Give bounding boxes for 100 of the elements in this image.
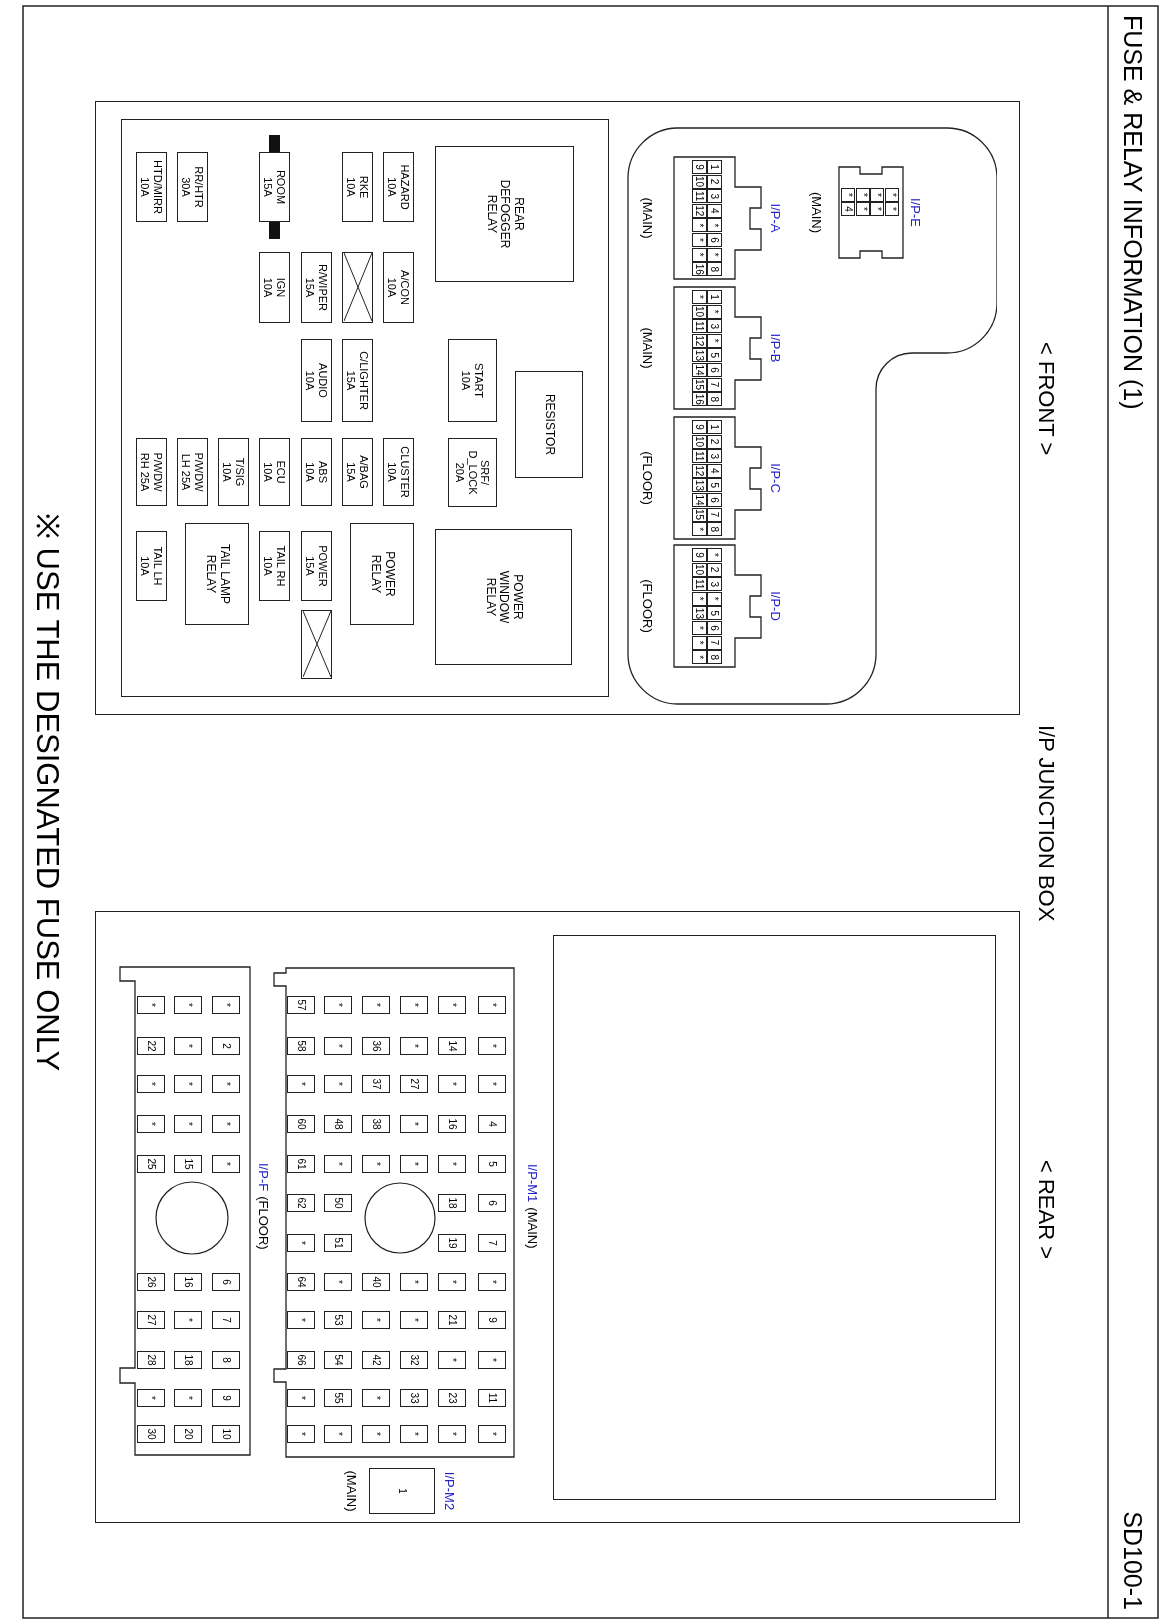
fuse <box>301 339 332 422</box>
fuse-rating: 15A <box>345 370 358 391</box>
connector-pin: * <box>400 1425 428 1443</box>
connector-pin: 8 <box>707 392 722 407</box>
connector-pin: 11 <box>692 319 707 334</box>
connector-name: I/P-M1 <box>525 1164 540 1203</box>
connector-pin: * <box>478 1351 506 1369</box>
fuse <box>383 438 414 506</box>
connector-pin: * <box>856 202 870 216</box>
connector-pin: * <box>212 1075 240 1093</box>
connector-pin: * <box>438 1155 466 1173</box>
fuse <box>136 531 167 601</box>
connector-pin: * <box>478 1075 506 1093</box>
connector-pin: * <box>362 1311 390 1329</box>
connector-pin: * <box>707 218 722 233</box>
connector-pin: * <box>324 1155 352 1173</box>
junction-box-panel <box>95 911 1020 1523</box>
connector-pin: 16 <box>174 1273 202 1291</box>
connector-pin: * <box>841 188 856 202</box>
fuse <box>259 152 290 222</box>
connector-pin: 27 <box>137 1311 165 1329</box>
fuse-name: P/WDW <box>151 452 164 492</box>
resistor <box>515 371 583 478</box>
fuse-rating: 10A <box>304 370 317 391</box>
connector-pin: * <box>478 1425 506 1443</box>
relay <box>435 146 574 282</box>
blank-panel-area <box>553 935 996 1500</box>
junction-box-panel <box>95 101 1020 715</box>
connector-pin: * <box>438 1351 466 1369</box>
connector-name: I/P-M2 <box>441 1470 458 1513</box>
connector-pin: 14 <box>692 363 707 377</box>
fuse-rating: 15A <box>262 177 275 197</box>
relay <box>435 529 572 665</box>
connector-pin: 2 <box>212 1037 240 1055</box>
connector-pin: 16 <box>692 262 707 277</box>
connector-pin: 33 <box>400 1389 428 1407</box>
connector-pin: * <box>324 1037 352 1055</box>
connector-pin: 8 <box>707 262 722 277</box>
connector-pin: 9 <box>212 1389 240 1407</box>
connector-pin: 5 <box>707 478 722 493</box>
connector-pin: 9 <box>478 1311 506 1329</box>
connector-location: (MAIN) <box>525 1207 540 1249</box>
fuse <box>342 438 373 506</box>
connector-pin: 54 <box>324 1351 352 1369</box>
connector-pin: 55 <box>324 1389 352 1407</box>
connector-pin: 50 <box>324 1194 352 1212</box>
connector-pin: * <box>287 1234 315 1252</box>
connector-pin: 30 <box>137 1425 165 1443</box>
fuse-name: ABS <box>316 461 329 483</box>
connector-pin: 38 <box>362 1115 390 1133</box>
connector-pin: * <box>438 1425 466 1443</box>
connector-pin: * <box>287 1425 315 1443</box>
connector-pin: 3 <box>707 449 722 464</box>
fuse <box>177 152 208 222</box>
fuse <box>342 339 373 422</box>
fuse-name: TAIL LH <box>151 546 164 586</box>
fuse-rating: 10A <box>345 177 358 197</box>
connector-pin: * <box>692 290 707 304</box>
fuse <box>448 438 497 507</box>
connector-pin: 18 <box>438 1194 466 1212</box>
fuse-name: HAZARD <box>398 164 411 210</box>
fuse <box>259 438 290 506</box>
connector-pin: * <box>174 1037 202 1055</box>
connector-pin: 5 <box>707 606 722 621</box>
connector-location: (FLOOR) <box>639 578 656 635</box>
fuse <box>301 252 332 323</box>
connector-pin: 16 <box>438 1115 466 1133</box>
connector-pin: 11 <box>692 189 707 204</box>
connector-pin: * <box>324 1425 352 1443</box>
connector-name: I/P-D <box>767 590 784 623</box>
connector-pin: 61 <box>287 1155 315 1173</box>
fuse-name: AUDIO <box>316 363 329 398</box>
connector-pin: * <box>692 522 707 537</box>
connector-pin: 7 <box>478 1234 506 1252</box>
fuse-rating: RH 25A <box>139 452 152 492</box>
connector-pin: * <box>438 1273 466 1291</box>
connector-pin: 1 <box>707 290 722 304</box>
connector-pin: 27 <box>400 1075 428 1093</box>
connector-pin: 6 <box>707 363 722 377</box>
fuse-name: C/LIGHTER <box>357 351 370 410</box>
connector-pin: 11 <box>692 577 707 592</box>
fuse-block <box>121 119 609 697</box>
connector-location: (MAIN) <box>808 190 825 236</box>
connector-name: I/P-B <box>767 332 784 365</box>
connector-pin: * <box>137 996 165 1014</box>
fuse-rating: 10A <box>386 277 399 298</box>
connector-pin: 48 <box>324 1115 352 1133</box>
orientation-label: < FRONT > <box>1033 342 1059 456</box>
relay-label: REAR DEFOGGER RELAY <box>483 178 526 251</box>
connector-pin: * <box>707 548 722 562</box>
connector-pin: 13 <box>692 348 707 363</box>
connector-pin: 40 <box>362 1273 390 1291</box>
connector-pin: * <box>174 996 202 1014</box>
connector-pin: 13 <box>692 606 707 621</box>
fuse-rating: LH 25A <box>180 453 193 491</box>
fuse-name: ECU <box>274 460 287 484</box>
connector-pin: * <box>400 1155 428 1173</box>
connector-location: (MAIN) <box>343 1469 360 1514</box>
fuse-name: A/CON <box>398 270 411 305</box>
connector-pin: * <box>438 1075 466 1093</box>
